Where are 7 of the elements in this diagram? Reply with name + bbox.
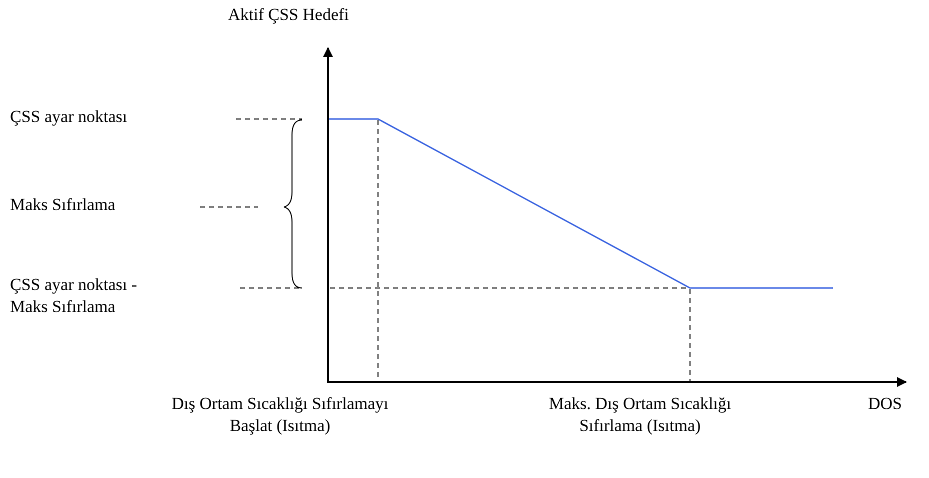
axis-label: Dış Ortam Sıcaklığı Sıfırlamayı Başlat (Isıtma): [170, 393, 390, 437]
axis-label: ÇSS ayar noktası: [10, 106, 128, 128]
axis-label: Maks Sıfırlama: [10, 194, 116, 216]
axis-label: ÇSS ayar noktası - Maks Sıfırlama: [10, 274, 138, 318]
axis-label: Maks. Dış Ortam Sıcaklığı Sıfırlama (Isıtma): [548, 393, 732, 437]
axis-title: Aktif ÇSS Hedefi: [228, 4, 349, 26]
axis-label: DOS: [868, 393, 902, 415]
